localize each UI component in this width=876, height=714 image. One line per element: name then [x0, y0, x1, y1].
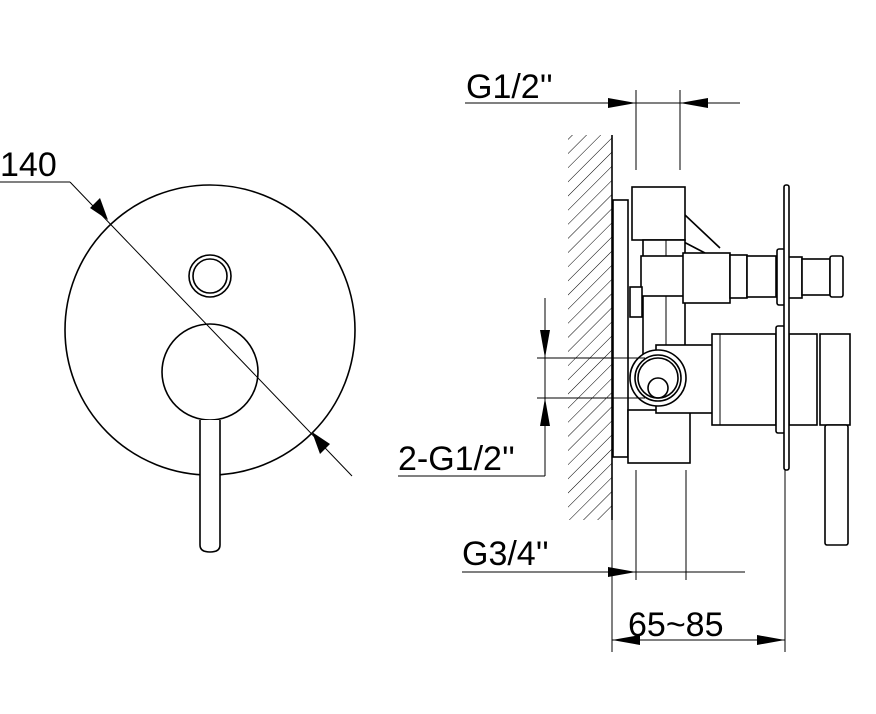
lower-block	[627, 409, 691, 464]
handle-hub-side	[819, 333, 851, 426]
outlet-port	[647, 377, 669, 399]
handle-lever	[199, 420, 221, 553]
wall-hatching	[568, 135, 612, 520]
diverter-button-inner	[192, 258, 228, 294]
depth-label: 65~85	[628, 606, 724, 644]
thread-dimension: G3/4''	[462, 470, 745, 580]
top-inlet-fitting	[631, 186, 686, 241]
side-view: G1/2'' 2-G1/2'' G3/4'' 65~85	[398, 68, 851, 652]
cartridge-body	[711, 333, 777, 426]
mounting-plate	[612, 199, 629, 458]
diameter-dimension: 140	[0, 146, 353, 477]
handle-lever-side	[824, 424, 849, 546]
diverter-button	[188, 254, 232, 298]
diverter-knob	[801, 258, 831, 296]
inlet-dimension: G1/2''	[465, 68, 740, 170]
cover-plate-side	[783, 184, 790, 471]
depth-dimension: 65~85	[611, 470, 786, 652]
outlet-label: 2-G1/2''	[398, 440, 515, 478]
inlet-label: G1/2''	[466, 68, 553, 106]
outlet-dimension: 2-G1/2''	[398, 298, 645, 478]
handle-hub	[161, 323, 259, 421]
diverter-body	[682, 252, 731, 304]
side-nut	[629, 286, 643, 318]
thread-label: G3/4''	[462, 535, 549, 573]
diameter-label: 140	[0, 146, 57, 184]
front-view: 140	[0, 146, 356, 553]
